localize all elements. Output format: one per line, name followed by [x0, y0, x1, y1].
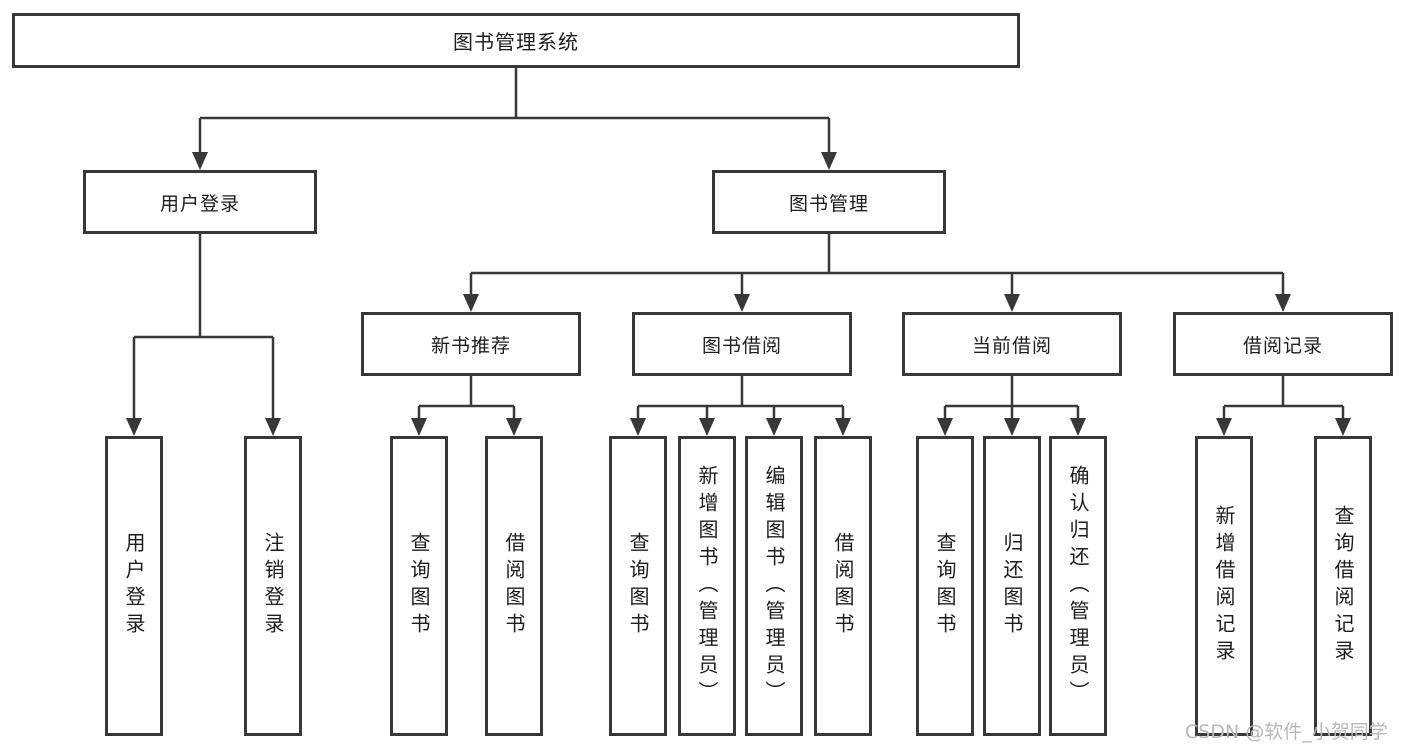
leaf-user-login-label: 用户登录	[122, 532, 146, 640]
leaf-logout-label: 注销登录	[261, 532, 285, 640]
node-user-login: 用户登录	[83, 170, 317, 234]
leaf-borrow-books-1-label: 借阅图书	[502, 532, 526, 640]
leaf-borrow-books-2-label: 借阅图书	[831, 532, 855, 640]
node-current-borrow: 当前借阅	[902, 312, 1122, 376]
connector-new-book-children	[411, 376, 522, 436]
leaf-add-borrow-record: 新增借阅记录	[1195, 436, 1253, 736]
leaf-borrow-books-1: 借阅图书	[485, 436, 543, 736]
leaf-query-books-3-label: 查询图书	[933, 532, 957, 640]
leaf-query-books-2-label: 查询图书	[626, 532, 650, 640]
csdn-watermark: CSDN @软件_小贺同学	[1185, 721, 1388, 743]
leaf-query-borrow-record-label: 查询借阅记录	[1331, 505, 1355, 667]
leaf-return-books-label: 归还图书	[1000, 532, 1024, 640]
node-new-book-recommend: 新书推荐	[361, 312, 581, 376]
connector-book-borrow-children	[630, 376, 851, 436]
leaf-borrow-books-2: 借阅图书	[814, 436, 872, 736]
node-book-management: 图书管理	[712, 170, 946, 234]
leaf-user-login: 用户登录	[105, 436, 163, 736]
connector-book-management-children	[463, 234, 1291, 312]
node-book-borrow: 图书借阅	[632, 312, 852, 376]
node-library-management-system: 图书管理系统	[12, 13, 1020, 68]
leaf-edit-books-admin-label: 编辑图书（管理员）	[762, 464, 786, 708]
leaf-return-books: 归还图书	[983, 436, 1041, 736]
connector-current-borrow-children	[937, 376, 1086, 436]
connector-borrow-record-children	[1216, 376, 1351, 436]
leaf-add-books-admin-label: 新增图书（管理员）	[695, 464, 719, 708]
leaf-confirm-return-admin-label: 确认归还（管理员）	[1066, 464, 1090, 708]
leaf-query-books-3: 查询图书	[916, 436, 974, 736]
leaf-query-borrow-record: 查询借阅记录	[1314, 436, 1372, 736]
leaf-add-borrow-record-label: 新增借阅记录	[1212, 505, 1236, 667]
leaf-confirm-return-admin: 确认归还（管理员）	[1049, 436, 1107, 736]
leaf-edit-books-admin: 编辑图书（管理员）	[745, 436, 803, 736]
connector-user-login-children	[126, 234, 281, 436]
leaf-add-books-admin: 新增图书（管理员）	[678, 436, 736, 736]
leaf-query-books-1-label: 查询图书	[407, 532, 431, 640]
leaf-query-books-2: 查询图书	[609, 436, 667, 736]
node-borrow-record: 借阅记录	[1173, 312, 1393, 376]
leaf-query-books-1: 查询图书	[390, 436, 448, 736]
connector-root-to-level2	[192, 68, 837, 170]
leaf-logout: 注销登录	[244, 436, 302, 736]
